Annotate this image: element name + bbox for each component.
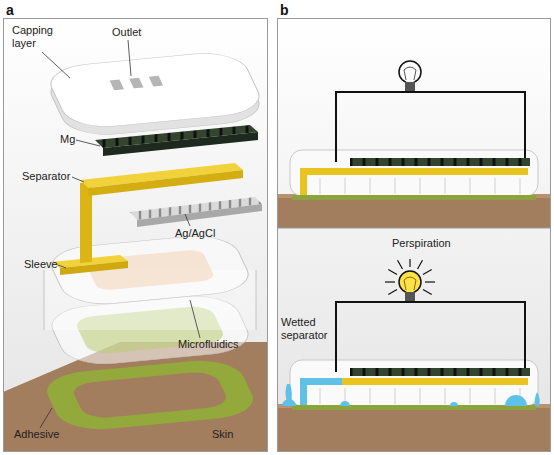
light-rays [385,259,435,295]
ag-agcl-electrode [137,204,262,227]
outlet-hole [149,76,163,87]
light-ray [418,260,423,269]
adhesive-layer [39,357,262,433]
cap-top [43,50,268,130]
separator [300,168,307,196]
leader-line [76,140,100,146]
outlet-hole [129,78,143,89]
bulb-filament [404,67,416,80]
skin-surface [277,194,551,228]
adhesive-layer [292,405,536,410]
light-ray [398,260,403,269]
light-ray [388,270,397,275]
sweat-drop [535,392,540,406]
wire [336,92,525,162]
adhesive-opening [69,370,230,419]
separator [300,378,528,385]
adhesive-layer [292,195,536,200]
panel-letter: a [6,2,14,18]
part-label: Separator [22,170,70,183]
sweat-drop [286,384,292,402]
part-label: Skin [212,428,233,441]
mg-electrode [350,158,530,166]
panel-background [3,18,268,452]
light-ray [425,281,435,282]
sleeve [60,261,128,275]
panel-letter: b [280,2,289,18]
light-ray [423,270,432,275]
mg-electrode [350,368,530,376]
sweat-drop [450,402,458,406]
separator [300,168,528,175]
adhesive-ring [39,357,262,433]
leader-line [40,408,52,428]
part-label: Capping layer [12,24,62,50]
separator [88,170,243,196]
bulb-base [405,82,415,91]
part-label: Microfluidics [178,338,239,351]
leader-line [72,177,84,182]
bulb-filament [404,277,416,290]
microfluidic-channel [320,178,520,194]
sweat-drop [340,401,350,406]
bulb-base [405,292,415,301]
part-label: Ag/AgCl [175,227,215,240]
microfluidics-face [44,233,257,308]
part-label: Sleeve [24,258,58,271]
leader-line [185,214,190,226]
light-ray [423,290,432,295]
part-label: Adhesive [14,428,59,441]
microfluidics-edge [44,270,45,330]
part-label: Mg [60,133,75,146]
leader-line [190,300,200,338]
device-body [290,150,538,196]
sweat-drop [505,395,527,406]
panel-frame: a [3,18,268,452]
leader-line [42,52,70,78]
panel-background [277,18,551,452]
outlet-hole [110,80,124,91]
wetted-separator [300,378,307,406]
scene-divider [277,228,551,229]
skin-surface [277,404,551,452]
panel-frame: b [277,18,551,452]
part-label: Wetted separator [281,316,333,342]
light-ray [409,259,410,267]
part-label: Outlet [112,26,141,39]
capping-layer [43,50,268,130]
light-ray [388,290,397,295]
light-bulb [399,61,421,83]
microfluidics-edge [256,270,257,330]
mg-electrode [103,132,258,156]
microfluidic-channel [320,388,520,404]
leader-line [58,265,66,268]
device-body [290,360,538,406]
part-label: Perspiration [392,237,451,250]
lit-bulb [399,271,421,293]
light-ray [385,281,395,282]
microfluidics-top [44,233,257,308]
leader-line [128,40,131,76]
wire [336,302,525,372]
